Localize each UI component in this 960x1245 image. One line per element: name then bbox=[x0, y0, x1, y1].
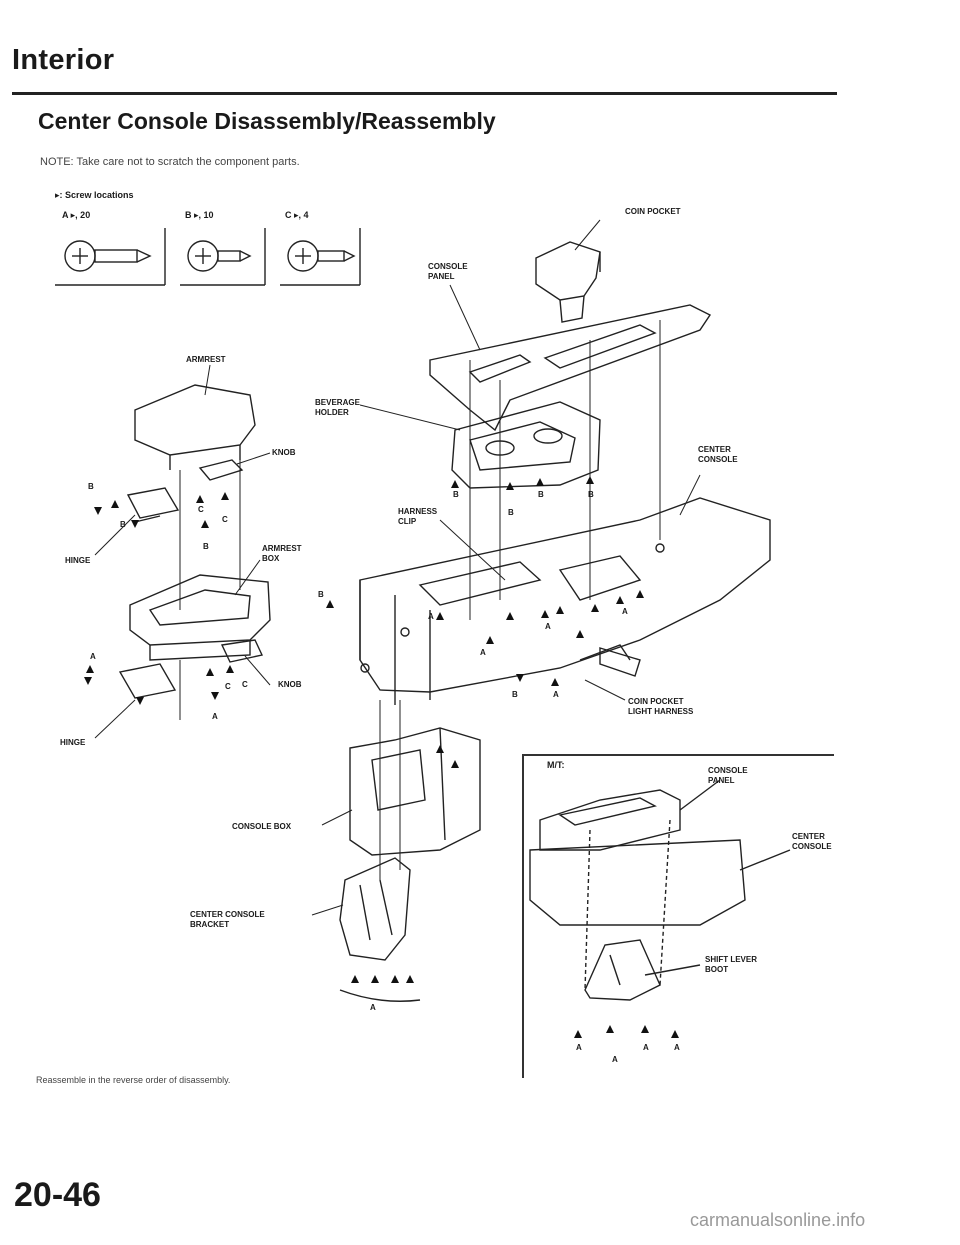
armrest-part bbox=[134, 384, 256, 470]
note-text: NOTE: Take care not to scratch the compo… bbox=[40, 156, 300, 168]
screw-letter: A bbox=[612, 1055, 618, 1064]
screw-letter: A bbox=[545, 622, 551, 631]
label-console-box: CONSOLE BOX bbox=[232, 822, 292, 831]
screw-letter: B bbox=[120, 520, 126, 529]
screw-letter: B bbox=[203, 542, 209, 551]
screw-letter: A bbox=[674, 1043, 680, 1052]
screw-letter: A bbox=[90, 652, 96, 661]
title-rule bbox=[12, 92, 837, 95]
label-knob-upper: KNOB bbox=[272, 448, 296, 457]
screw-letter: C bbox=[225, 682, 231, 691]
screw-letter: A bbox=[553, 690, 559, 699]
console-panel-part bbox=[429, 304, 712, 432]
screw-letter: B bbox=[508, 508, 514, 517]
label-harness-clip: HARNESS CLIP bbox=[398, 507, 438, 526]
mt-inset-drawing bbox=[529, 779, 791, 1001]
label-console-panel: CONSOLE PANEL bbox=[428, 262, 468, 281]
label-hinge-upper: HINGE bbox=[65, 556, 91, 565]
hinge-knob-upper bbox=[126, 459, 244, 523]
mt-inset-label: M/T: bbox=[547, 760, 565, 770]
screw-c-label: C ▸, 4 bbox=[285, 210, 309, 220]
screw-letter: A bbox=[622, 607, 628, 616]
screw-letter: A bbox=[370, 1003, 376, 1012]
screw-letter: B bbox=[88, 482, 94, 491]
label-coin-pocket-light-harness: COIN POCKET LIGHT HARNESS bbox=[628, 697, 694, 716]
screw-a-label: A ▸, 20 bbox=[62, 210, 91, 220]
center-console-part bbox=[359, 497, 771, 705]
screw-b-icon bbox=[180, 228, 266, 286]
screw-letter: C bbox=[242, 680, 248, 689]
screw-markers bbox=[84, 476, 679, 1038]
screw-letter: B bbox=[318, 590, 324, 599]
screw-letter: A bbox=[643, 1043, 649, 1052]
hinge-knob-lower bbox=[118, 639, 264, 699]
label-center-console: CENTER CONSOLE bbox=[698, 445, 738, 464]
label-armrest-box: ARMREST BOX bbox=[262, 544, 302, 563]
mt-label-shift-lever-boot: SHIFT LEVER BOOT bbox=[705, 955, 758, 974]
page-number: 20-46 bbox=[14, 1176, 101, 1214]
mt-inset-frame bbox=[522, 754, 834, 1078]
screw-letter: B bbox=[588, 490, 594, 499]
section-title: Interior bbox=[12, 44, 115, 76]
mt-label-center-console: CENTER CONSOLE bbox=[792, 832, 832, 851]
screw-c-icon bbox=[280, 228, 361, 286]
screw-letter: C bbox=[198, 505, 204, 514]
label-coin-pocket: COIN POCKET bbox=[625, 207, 681, 216]
leader-lines bbox=[94, 219, 701, 916]
label-center-console-bracket: CENTER CONSOLE BRACKET bbox=[190, 910, 265, 929]
screw-b-label: B ▸, 10 bbox=[185, 210, 214, 220]
coin-pocket-part bbox=[535, 241, 601, 323]
screw-letter: B bbox=[512, 690, 518, 699]
mt-label-console-panel: CONSOLE PANEL bbox=[708, 766, 748, 785]
console-box-part bbox=[349, 727, 481, 856]
page-heading: Center Console Disassembly/Reassembly bbox=[38, 108, 496, 134]
screw-letter: A bbox=[480, 648, 486, 657]
screw-letter: A bbox=[576, 1043, 582, 1052]
screw-letter: A bbox=[212, 712, 218, 721]
label-hinge-lower: HINGE bbox=[60, 738, 86, 747]
screw-a-icon bbox=[55, 228, 166, 286]
center-console-bracket-part bbox=[339, 857, 421, 1002]
screw-letter: B bbox=[453, 490, 459, 499]
label-beverage-holder: BEVERAGE HOLDER bbox=[315, 398, 360, 417]
armrest-box-part bbox=[129, 574, 271, 661]
reassemble-note: Reassemble in the reverse order of disas… bbox=[36, 1075, 231, 1085]
screw-letter: B bbox=[538, 490, 544, 499]
label-knob-lower: KNOB bbox=[278, 680, 302, 689]
watermark: carmanualsonline.info bbox=[690, 1210, 866, 1230]
screw-letter: C bbox=[222, 515, 228, 524]
screw-letter: A bbox=[428, 612, 434, 621]
beverage-holder-part bbox=[451, 401, 601, 489]
screw-legend-title: ▸: Screw locations bbox=[55, 190, 134, 200]
label-armrest: ARMREST bbox=[186, 355, 226, 364]
